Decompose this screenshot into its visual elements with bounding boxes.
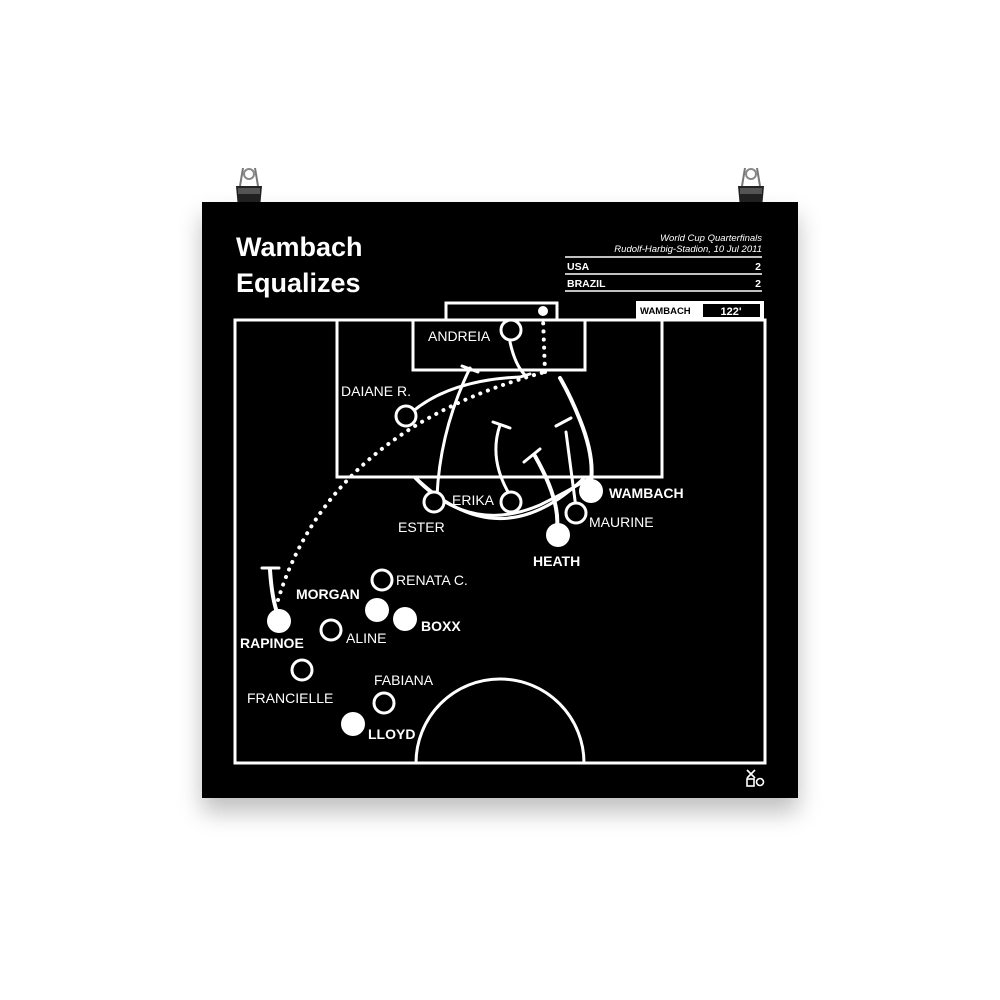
play-diagram: Wambach Equalizes World Cup Quarterfinal… — [233, 232, 767, 787]
team-1-name: USA — [567, 261, 590, 273]
poster: Wambach Equalizes World Cup Quarterfinal… — [202, 202, 798, 798]
label-erika: ERIKA — [452, 492, 495, 508]
ball-icon — [538, 306, 548, 316]
label-heath: HEATH — [533, 553, 580, 569]
label-renata: RENATA C. — [396, 572, 468, 588]
label-fabiana: FABIANA — [374, 672, 434, 688]
pitch-markings — [233, 301, 767, 765]
player-runs — [260, 340, 594, 617]
title-line2: Equalizes — [236, 268, 361, 298]
ball-path — [276, 316, 547, 602]
brazil-players — [290, 318, 588, 715]
scoreboard-lines — [565, 256, 762, 292]
label-rapinoe: RAPINOE — [240, 635, 304, 651]
label-ester: ESTER — [398, 519, 445, 535]
title-line1: Wambach — [236, 232, 363, 262]
label-francielle: FRANCIELLE — [247, 690, 333, 706]
venue-date: Rudolf-Harbig-Stadion, 10 Jul 2011 — [614, 244, 762, 255]
label-daiane: DAIANE R. — [341, 383, 411, 399]
minute-box — [703, 304, 760, 317]
team-2-name: BRAZIL — [567, 278, 606, 290]
label-aline: ALINE — [346, 630, 386, 646]
label-maurine: MAURINE — [589, 514, 654, 530]
usa-players — [267, 479, 603, 736]
goal-minute: 122' — [721, 306, 742, 318]
label-lloyd: LLOYD — [368, 726, 415, 742]
competition: World Cup Quarterfinals — [660, 233, 762, 244]
team-1-score: 2 — [755, 261, 761, 273]
brand-logo-icon — [746, 769, 765, 787]
scorer-name: WAMBACH — [640, 306, 691, 317]
label-boxx: BOXX — [421, 618, 461, 634]
label-andreia: ANDREIA — [428, 328, 491, 344]
label-morgan: MORGAN — [296, 586, 360, 602]
team-2-score: 2 — [755, 278, 761, 290]
label-wambach: WAMBACH — [609, 485, 684, 501]
